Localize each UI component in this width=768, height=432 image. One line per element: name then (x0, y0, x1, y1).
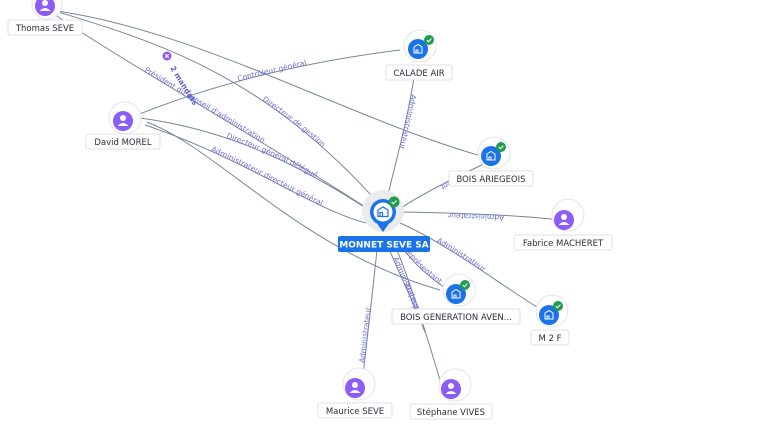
person-icon (35, 0, 55, 16)
node-david[interactable]: David MOREL (85, 101, 161, 150)
verified-check-icon (553, 301, 563, 311)
check-glyph (426, 38, 432, 43)
verified-check-icon (496, 142, 506, 152)
node-label-bg (85, 133, 161, 150)
check-glyph (498, 145, 504, 150)
person-icon-body (445, 391, 457, 394)
node-label-bg (409, 403, 493, 420)
node-maurice[interactable]: Maurice SEVE (317, 367, 393, 419)
node-stephane[interactable]: Stéphane VIVES (409, 368, 493, 420)
building-icon (408, 39, 428, 59)
building-icon (481, 146, 501, 166)
person-icon-head (42, 0, 48, 6)
node-label-bg (513, 234, 613, 251)
node-label: Fabrice MACHERET (523, 239, 604, 249)
edge-label: Contrôleur général (236, 58, 307, 83)
building-icon (539, 305, 559, 325)
check-glyph (391, 200, 397, 205)
person-icon-head (352, 382, 358, 388)
node-label-bg (391, 308, 521, 325)
edge-label: Administrateur (397, 94, 418, 152)
node-label-bg (385, 64, 453, 81)
close-x-glyph (164, 53, 170, 59)
node-bois-ariegeois[interactable]: BOIS ARIEGEOIS (448, 136, 534, 187)
node-label-bg (317, 402, 393, 419)
check-glyph (462, 283, 468, 288)
building-glyph (451, 288, 461, 299)
person-icon-head (120, 115, 126, 121)
person-icon-head (561, 214, 567, 220)
person-icon-head (448, 383, 454, 389)
node-fabrice[interactable]: Fabrice MACHERET (513, 198, 613, 251)
edge-label: Directeur de gestion (261, 95, 328, 150)
node-calade[interactable]: CALADE AIR (385, 29, 453, 81)
verified-check-icon (460, 280, 470, 290)
building-glyph (486, 150, 496, 161)
node-label-bg (448, 170, 534, 187)
node-label: Thomas SEVE (15, 24, 74, 34)
node-bois-generation[interactable]: BOIS GENERATION AVEN... (391, 273, 521, 325)
edge-label: Administrateur (357, 306, 372, 364)
edge-label: Administrateur (447, 211, 504, 222)
node-label-bg (530, 329, 570, 346)
building-glyph (377, 206, 389, 218)
node-monnet-main[interactable]: MONNET SEVE SA (338, 190, 430, 252)
building-icon (446, 284, 466, 304)
person-icon-body (558, 222, 570, 225)
person-icon-body (39, 8, 51, 11)
edge-label: Directeur général délégué (225, 131, 319, 180)
node-label-bg (338, 236, 430, 252)
building-glyph (413, 43, 423, 54)
node-thomas[interactable]: Thomas SEVE (7, 0, 83, 36)
node-label: BOIS ARIEGEOIS (456, 175, 525, 185)
person-icon-body (349, 390, 361, 393)
node-label: M 2 F (538, 334, 561, 344)
check-glyph (555, 304, 561, 309)
node-label: Stéphane VIVES (417, 407, 485, 418)
building-glyph (544, 309, 554, 320)
edge-label: Administrateur (435, 236, 488, 274)
verified-check-icon (424, 35, 434, 45)
node-label-bg (7, 19, 83, 36)
node-label: David MOREL (94, 138, 152, 148)
node-m2f[interactable]: M 2 F (530, 294, 570, 346)
node-label: MONNET SEVE SA (339, 241, 428, 251)
person-icon-body (117, 123, 129, 126)
node-label: Maurice SEVE (326, 407, 384, 417)
verified-check-icon (388, 196, 400, 208)
node-label: CALADE AIR (393, 69, 444, 79)
node-label: BOIS GENERATION AVEN... (400, 313, 512, 323)
